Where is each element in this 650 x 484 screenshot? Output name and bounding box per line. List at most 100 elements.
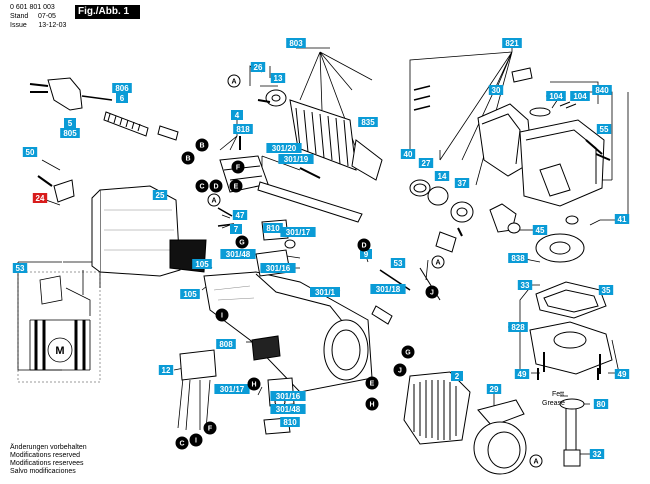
stand-row: Stand 07-05 [10, 12, 56, 21]
part-label-box [116, 93, 128, 103]
connection-marker-circle [431, 255, 445, 269]
spindle [559, 398, 585, 467]
connection-marker-letter: E [370, 381, 375, 388]
part-label-301-1: 301/1 [310, 287, 340, 297]
part-label-806: 806 [112, 83, 132, 93]
part-label-29: 29 [486, 384, 502, 394]
part-label-text: 808 [219, 340, 233, 349]
part-label-box [180, 289, 200, 299]
part-label-805: 805 [60, 128, 80, 138]
part-label-53: 53 [12, 263, 28, 273]
part-label-80: 80 [593, 399, 609, 409]
part-label-box [358, 117, 378, 127]
part-label-33: 33 [517, 280, 533, 290]
part-label-text: 14 [438, 172, 447, 181]
part-label-box [596, 124, 612, 134]
part-label-text: 41 [618, 215, 627, 224]
part-label-30: 30 [488, 85, 504, 95]
issue-label: Issue [10, 22, 27, 29]
connection-marker-letter: D [361, 243, 366, 250]
connection-marker-letter: F [208, 426, 213, 433]
footer-line-4: Salvo modificaciones [10, 468, 76, 475]
part-label-text: 803 [289, 39, 303, 48]
part-label-text: 25 [156, 191, 165, 200]
part-label-text: 30 [492, 86, 501, 95]
connection-marker-letter: B [199, 143, 204, 150]
connection-marker-circle [189, 433, 203, 447]
connection-marker-letter: J [430, 290, 434, 297]
part-label-box [22, 147, 38, 157]
part-label-text: 301/19 [284, 155, 309, 164]
protection-guard [473, 399, 527, 475]
connection-marker-circle [195, 138, 209, 152]
connection-marker-b: B [181, 151, 195, 165]
part-label-text: 810 [283, 418, 297, 427]
connection-marker-circle [175, 436, 189, 450]
issue-value: 13-12-03 [38, 22, 67, 29]
part-label-box [614, 214, 630, 224]
connection-marker-letter: E [234, 184, 239, 191]
part-label-box [192, 259, 212, 269]
part-label-box [32, 193, 48, 203]
part-label-105: 105 [192, 259, 212, 269]
connection-marker-i: I [189, 433, 203, 447]
connection-marker-circle [203, 421, 217, 435]
part-label-text: 835 [361, 118, 375, 127]
part-label-text: 4 [235, 111, 240, 120]
part-label-6: 6 [116, 93, 128, 103]
part-label-text: 828 [511, 323, 525, 332]
part-label-828: 828 [508, 322, 528, 332]
field-coil [403, 371, 471, 445]
part-label-box [502, 38, 522, 48]
connection-marker-c: C [175, 436, 189, 450]
connection-marker-circle [357, 238, 371, 252]
part-label-text: 301/16 [266, 264, 291, 273]
part-label-text: 7 [234, 225, 239, 234]
connection-marker-j: J [425, 285, 439, 299]
connection-marker-letter: C [179, 441, 184, 448]
clip-part-24 [53, 179, 75, 203]
motor-housing [91, 185, 207, 277]
part-label-text: 301/48 [276, 405, 301, 414]
part-label-47: 47 [232, 210, 248, 220]
part-label-104: 104 [546, 91, 566, 101]
part-label-box [230, 224, 242, 234]
connection-marker-circle [227, 74, 241, 88]
part-label-box [270, 404, 306, 414]
part-label-25: 25 [152, 190, 168, 200]
part-label-box [232, 210, 248, 220]
part-label-box [517, 280, 533, 290]
doc-number: 0 601 801 003 [10, 4, 55, 11]
part-label-text: 105 [195, 260, 209, 269]
part-label-14: 14 [434, 171, 450, 181]
connection-marker-letter: A [231, 79, 236, 86]
part-label-text: 2 [455, 372, 460, 381]
part-label-box [570, 91, 590, 101]
part-label-26: 26 [250, 62, 266, 72]
connection-marker-letter: I [221, 313, 223, 320]
part-label-box [220, 249, 256, 259]
pinion-gear [489, 203, 521, 234]
wiring-schematic [17, 271, 101, 383]
part-label-text: 105 [183, 290, 197, 299]
part-label-text: 37 [458, 179, 467, 188]
part-label-5: 5 [64, 118, 76, 128]
part-label-text: 805 [63, 129, 77, 138]
switch-rod [257, 167, 363, 223]
part-label-840: 840 [592, 85, 612, 95]
part-label-text: 29 [490, 385, 499, 394]
part-label-text: 301/17 [286, 228, 311, 237]
part-label-45: 45 [532, 225, 548, 235]
part-label-box [508, 253, 528, 263]
connection-marker-circle [229, 179, 243, 193]
part-label-55: 55 [596, 124, 612, 134]
connection-marker-circle [181, 151, 195, 165]
connection-marker-j: J [393, 363, 407, 377]
part-label-box [614, 369, 630, 379]
connection-marker-circle [209, 179, 223, 193]
part-label-box [451, 371, 463, 381]
part-label-text: 33 [521, 281, 530, 290]
part-label-text: 40 [404, 150, 413, 159]
